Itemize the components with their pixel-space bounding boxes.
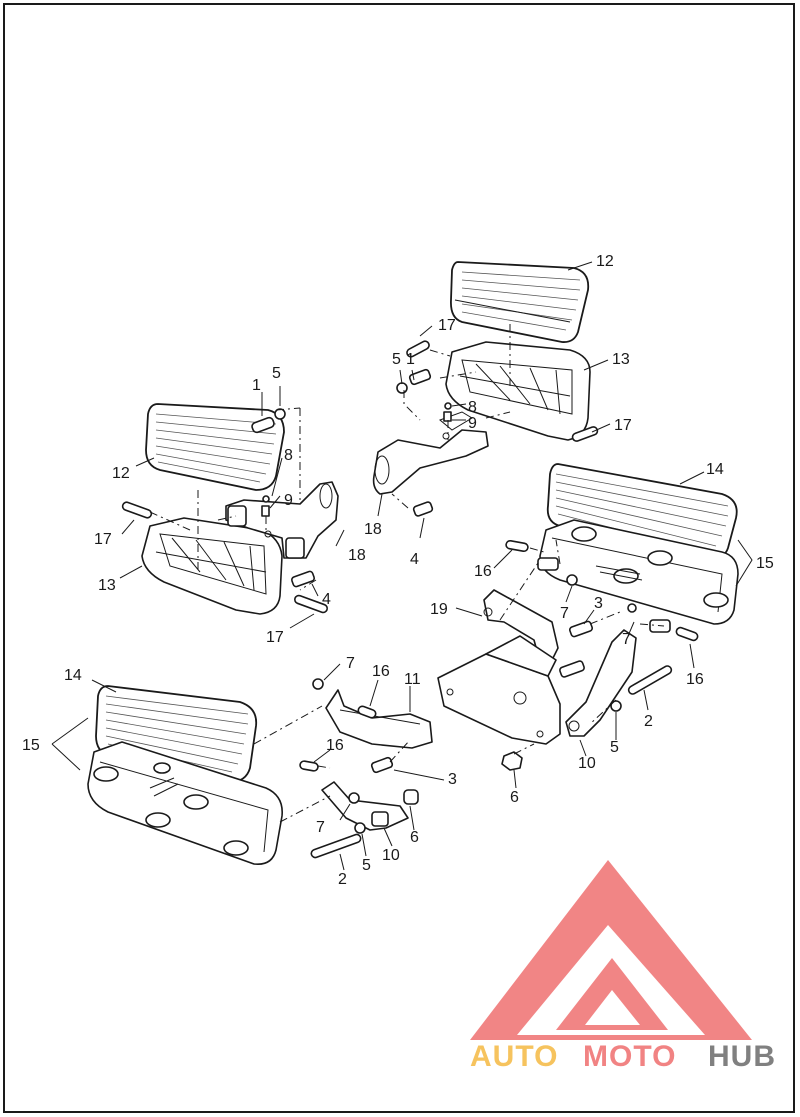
callout-2-right: 2 — [644, 713, 653, 730]
left-rubber-pad — [145, 403, 285, 491]
callout-10-left: 10 — [382, 847, 400, 864]
left-large-footboard-pan — [87, 741, 283, 866]
callout-1-left: 1 — [252, 377, 261, 394]
callout-15-left: 15 — [22, 737, 40, 754]
callout-8-left: 8 — [284, 447, 293, 464]
callout-2-left: 2 — [338, 871, 347, 888]
left-upper-fasteners — [121, 408, 329, 614]
left-lower-fasteners — [299, 678, 419, 859]
callout-18-right: 18 — [364, 521, 382, 538]
callout-7-right-b: 7 — [622, 631, 631, 648]
callout-16-right-bottom: 16 — [686, 671, 704, 688]
callout-11: 11 — [404, 671, 421, 688]
callout-7-right-a: 7 — [560, 605, 569, 622]
callout-19: 19 — [430, 601, 448, 618]
left-footboard-frame — [141, 517, 283, 615]
right-rubber-pad — [450, 261, 590, 343]
callout-5-right-bottom: 5 — [610, 739, 619, 756]
callout-12-right: 12 — [596, 253, 614, 270]
callout-10-right: 10 — [578, 755, 596, 772]
callout-7-left: 7 — [346, 655, 355, 672]
callout-17-right-mid: 17 — [614, 417, 632, 434]
callout-17-right-top: 17 — [438, 317, 456, 334]
callout-13-left: 13 — [98, 577, 116, 594]
callout-4-right: 4 — [410, 551, 419, 568]
logo-text-hub: HUB — [708, 1040, 776, 1073]
right-link-arm — [565, 629, 637, 737]
callout-9-left: 9 — [284, 492, 293, 509]
right-mounting-plate — [437, 589, 585, 745]
callout-13-right: 13 — [612, 351, 630, 368]
right-footboard-frame — [445, 341, 591, 441]
left-support-arm — [325, 689, 433, 749]
logo-text-auto: AUTO — [470, 1040, 558, 1073]
logo-triangle-hole — [585, 990, 640, 1025]
right-mid-fasteners — [501, 539, 699, 771]
watermark-logo: AUTO MOTO HUB — [470, 860, 776, 1073]
callout-17-left-bottom: 17 — [266, 629, 284, 646]
callout-4-left: 4 — [322, 591, 331, 608]
callout-15-right: 15 — [756, 555, 774, 572]
callout-5-right: 5 — [392, 351, 401, 368]
callout-9-right: 9 — [468, 415, 477, 432]
callout-3-left: 3 — [448, 771, 457, 788]
callout-6-right: 6 — [510, 789, 519, 806]
left-mounting-bracket — [225, 481, 339, 559]
callout-12-left: 12 — [112, 465, 130, 482]
callout-17-left-top: 17 — [94, 531, 112, 548]
callout-16-left-top: 16 — [372, 663, 390, 680]
callout-6-left: 6 — [410, 829, 419, 846]
left-link-arm — [321, 781, 409, 831]
callout-14-left: 14 — [64, 667, 82, 684]
callout-14-right: 14 — [706, 461, 724, 478]
callout-1-right: 1 — [406, 351, 415, 368]
right-mounting-bracket — [372, 411, 489, 495]
leader-lines — [51, 261, 753, 871]
callout-5-left-bottom: 5 — [362, 857, 371, 874]
callout-5-left: 5 — [272, 365, 281, 382]
callout-16-left-mid: 16 — [326, 737, 344, 754]
callout-16-right-top: 16 — [474, 563, 492, 580]
callout-7-left-b: 7 — [316, 819, 325, 836]
callout-3-right: 3 — [594, 595, 603, 612]
callout-8-right: 8 — [468, 399, 477, 416]
callout-labels: 1 5 8 9 12 17 13 18 4 17 12 17 5 1 13 8 … — [22, 253, 774, 888]
callout-18-left: 18 — [348, 547, 366, 564]
assembly-lines — [149, 324, 665, 823]
page-border — [3, 3, 795, 1113]
logo-text-moto: MOTO — [583, 1040, 676, 1073]
